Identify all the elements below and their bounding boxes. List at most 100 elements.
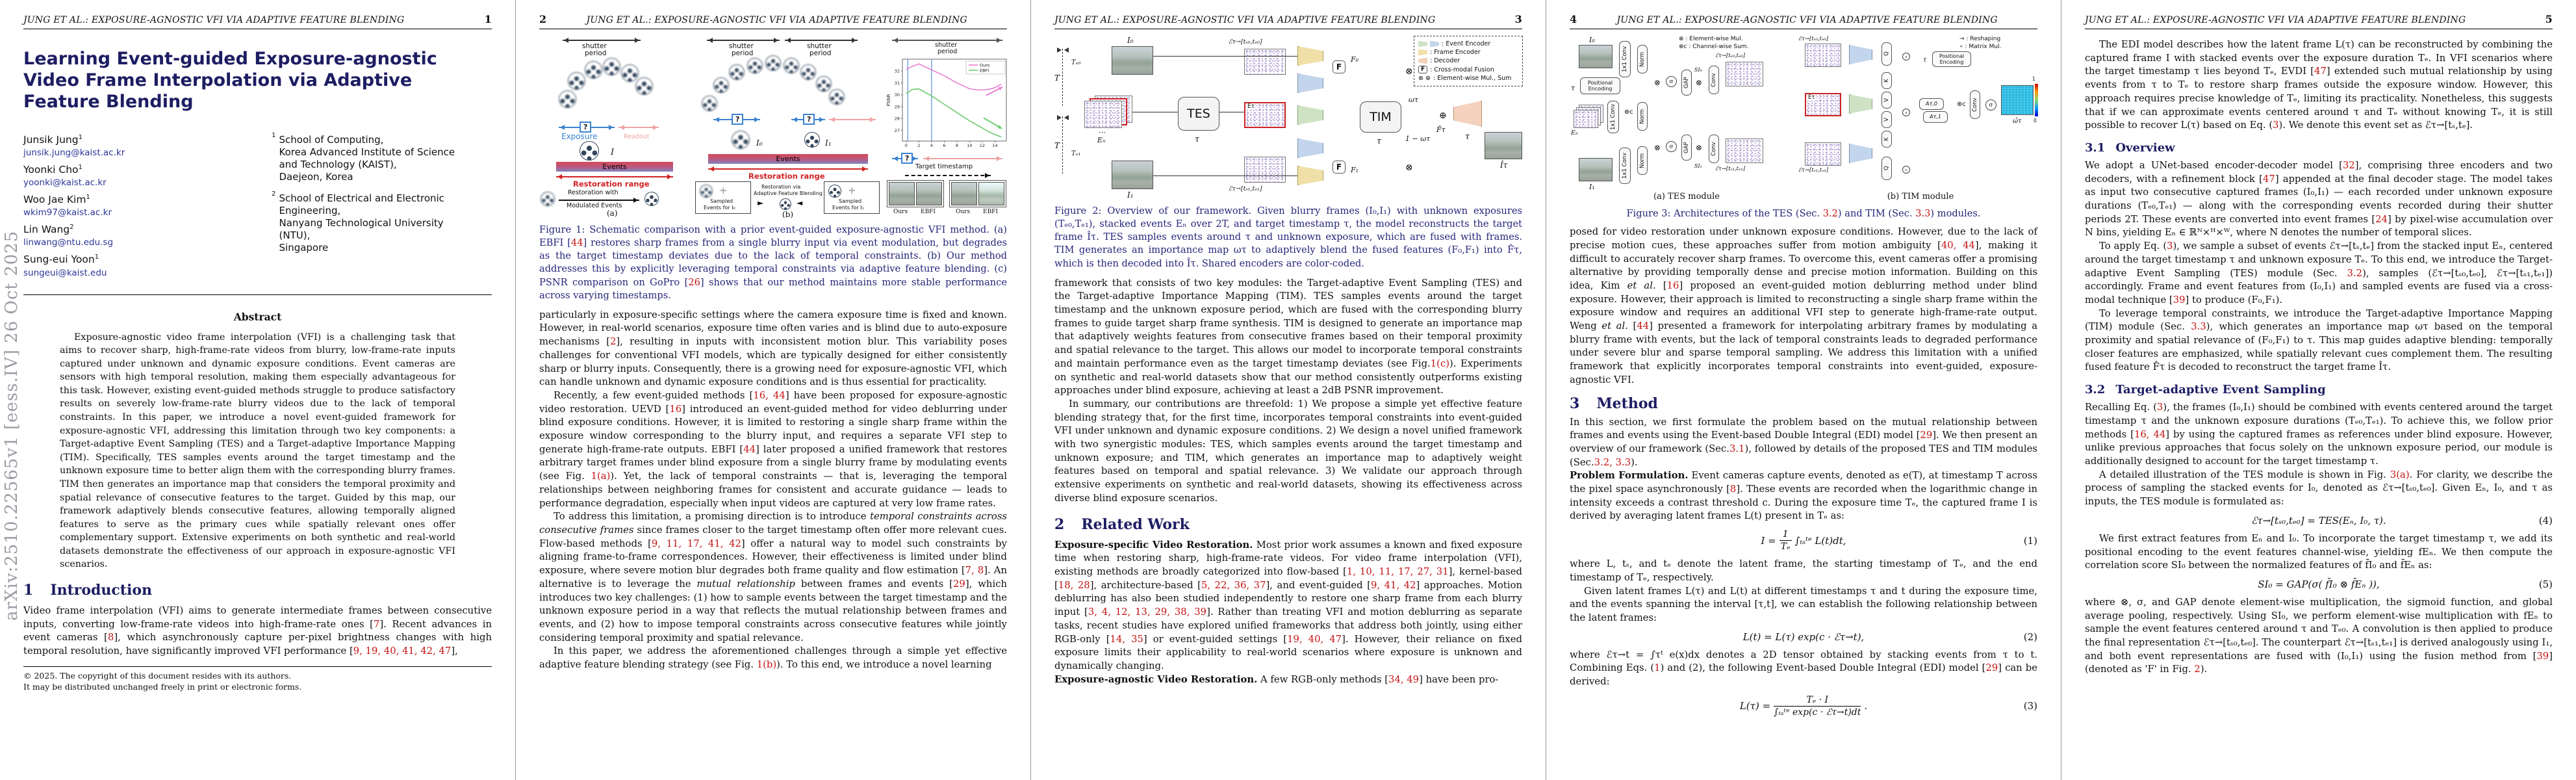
event-encoder-icon bbox=[1430, 40, 1439, 47]
unknown-exposure-badge: ? bbox=[732, 114, 744, 125]
timestamp-sweep-arrow bbox=[905, 173, 991, 178]
sampled-e1-label: ℰτ→[tₛ₁,tₑ₁] bbox=[1715, 166, 1746, 172]
author: Yoonki Cho1 yoonki@kaist.ac.kr bbox=[23, 164, 272, 188]
EN-label: Eₙ bbox=[1571, 129, 1578, 136]
norm-box: Norm bbox=[1637, 102, 1648, 131]
page-3: JUNG ET AL.: EXPOSURE-AGNOSTIC VFI VIA A… bbox=[1030, 0, 1546, 780]
page-1: arXiv:2510.22565v1 [eess.IV] 26 Oct 2025… bbox=[0, 0, 515, 780]
author-email[interactable]: linwang@ntu.edu.sg bbox=[23, 237, 114, 248]
body-paragraph: Recently, a few event-guided methods [16… bbox=[539, 389, 1008, 509]
sampled-events-box-1: + Sampled Events for I₁ bbox=[824, 181, 880, 214]
equation-number: (3) bbox=[2023, 700, 2037, 712]
modulated-events-label: Modulated Events bbox=[567, 202, 622, 209]
colorbar-min: 0 bbox=[2034, 118, 2037, 124]
author-name: Lin Wang bbox=[23, 224, 70, 236]
affiliation: 2 School of Electrical and Electronic En… bbox=[272, 190, 492, 255]
page-number: 3 bbox=[1514, 13, 1522, 25]
blurry-ball-icon bbox=[541, 192, 555, 206]
tau-input: τ bbox=[1923, 57, 1927, 64]
shutter-label: shutter bbox=[729, 42, 754, 50]
EN-label: Eₙ bbox=[1097, 136, 1106, 144]
sampled-e0-label: ℰτ→[tₛ₀,tₑ₀] bbox=[1715, 53, 1746, 59]
input-frame-I1 bbox=[1579, 158, 1613, 181]
body-paragraph: To address this limitation, a promising … bbox=[539, 511, 1008, 644]
shutter-period-arrow bbox=[707, 38, 780, 43]
body-paragraph: framework that consists of two key modul… bbox=[1054, 277, 1523, 396]
event-stack bbox=[1574, 110, 1598, 128]
tim-input-e0-label: ℰτ→[tₛ₀,tₑ₀] bbox=[1798, 36, 1829, 42]
author-email[interactable]: wkim97@kaist.ac.kr bbox=[23, 207, 112, 218]
events-bar: Events bbox=[708, 154, 868, 164]
page-5: JUNG ET AL.: EXPOSURE-AGNOSTIC VFI VIA A… bbox=[2061, 0, 2576, 780]
sharp-ball-icon bbox=[580, 141, 599, 161]
sampled-label: Sampled bbox=[710, 198, 733, 204]
body-paragraph: We adopt a UNet-based encoder-decoder mo… bbox=[2085, 159, 2553, 239]
svg-text:30: 30 bbox=[895, 92, 900, 98]
author-name: Yoonki Cho bbox=[23, 164, 79, 176]
soccer-ball-icon bbox=[585, 61, 602, 79]
svg-text:0: 0 bbox=[905, 143, 908, 148]
result-pair-near bbox=[887, 180, 944, 207]
arrow-left-icon: ◄ bbox=[797, 198, 803, 207]
channelwise-sum-icon: ⊕c bbox=[1624, 109, 1633, 116]
shutter-span-line bbox=[1057, 115, 1069, 174]
decoder-icon bbox=[1418, 57, 1427, 64]
author-email[interactable]: junsik.jung@kaist.ac.kr bbox=[23, 147, 125, 158]
event-encoder-icon bbox=[1418, 40, 1427, 47]
equation-number: (2) bbox=[2023, 630, 2037, 643]
tim-legend-matmul: ∘ : Matrix Mul. bbox=[1959, 44, 2002, 50]
shutter-span-line bbox=[1057, 47, 1069, 106]
page-number: 4 bbox=[1570, 13, 1577, 25]
decoder-trapezoid bbox=[1453, 101, 1482, 127]
soccer-ball-icon bbox=[784, 58, 799, 73]
page-header: 4 JUNG ET AL.: EXPOSURE-AGNOSTIC VFI VIA… bbox=[1570, 13, 2037, 25]
target-events-label: Eτ bbox=[1247, 103, 1256, 110]
importance-map bbox=[2001, 85, 2034, 115]
author-name: Junsik Jung bbox=[23, 133, 79, 146]
event-encoder-trapezoid bbox=[1297, 73, 1323, 93]
elementwise-mul-icon: ⊗ bbox=[1696, 143, 1703, 152]
soccer-ball-icon bbox=[559, 90, 576, 108]
equation-2: L(t) = L(τ) exp(c · ℰτ→t), (2) bbox=[1742, 630, 2037, 643]
affiliations-column: 1 School of Computing, Korea Advanced In… bbox=[272, 132, 492, 284]
svg-text:28: 28 bbox=[895, 116, 900, 122]
sampled-label: Events for I₀ bbox=[704, 205, 735, 211]
gap-box: GAP bbox=[1681, 70, 1692, 96]
score-S1-label: SI₁ bbox=[1694, 163, 1702, 169]
fusion-icon: F bbox=[1418, 66, 1428, 73]
value-box: V bbox=[1881, 92, 1892, 109]
connector bbox=[1153, 56, 1297, 57]
Te1-label: Tₑ₁ bbox=[1071, 150, 1081, 157]
input-frame-I0 bbox=[1112, 46, 1153, 75]
author-email[interactable]: yoonki@kaist.ac.kr bbox=[23, 177, 107, 188]
author: Woo Jae Kim1 wkim97@kaist.ac.kr bbox=[23, 194, 272, 218]
soccer-ball-icon bbox=[829, 89, 845, 105]
events-bar: Events bbox=[556, 162, 673, 172]
author-email[interactable]: sungeui@kaist.edu bbox=[23, 267, 107, 278]
author-block: Junsik Jung 1 junsik.jung@kaist.ac.kr Yoo… bbox=[23, 132, 492, 284]
affil-text: School of Computing, Korea Advanced Inst… bbox=[279, 133, 455, 183]
colorbar-max: 1 bbox=[2032, 76, 2035, 82]
figure-1-caption: Figure 1: Schematic comparison with a pr… bbox=[539, 224, 1007, 301]
equation-number: (1) bbox=[2023, 534, 2037, 547]
figure-1b: shutter period shutter period bbox=[695, 36, 880, 219]
conv-box: Conv bbox=[1709, 135, 1719, 163]
y-axis-label: PSNR bbox=[886, 94, 891, 106]
restoration-via-label: Restoration via bbox=[761, 184, 801, 190]
result-photo-ebfi bbox=[978, 182, 1004, 205]
running-title: JUNG ET AL.: EXPOSURE-AGNOSTIC VFI VIA A… bbox=[2085, 15, 2466, 25]
equation-3: L(τ) = Tₑ · I∫ₜₛᵗᵉ exp(c · ℰτ→t)dt . (3) bbox=[1739, 694, 2037, 718]
conv1x1-box: 1x1 Conv bbox=[1619, 148, 1631, 184]
author: Sung-eui Yoon1 sungeui@kaist.edu bbox=[23, 254, 272, 278]
target-range-arrow bbox=[923, 156, 1002, 161]
readout-label: Readout bbox=[624, 133, 650, 140]
frame-encoder-trapezoid bbox=[1297, 46, 1323, 66]
conv-box: Conv bbox=[1709, 66, 1719, 94]
page-4: 4 JUNG ET AL.: EXPOSURE-AGNOSTIC VFI VIA… bbox=[1546, 0, 2061, 780]
soccer-ball-icon bbox=[568, 72, 585, 90]
author-affil-mark: 1 bbox=[94, 254, 99, 261]
svg-text:10: 10 bbox=[967, 143, 972, 148]
